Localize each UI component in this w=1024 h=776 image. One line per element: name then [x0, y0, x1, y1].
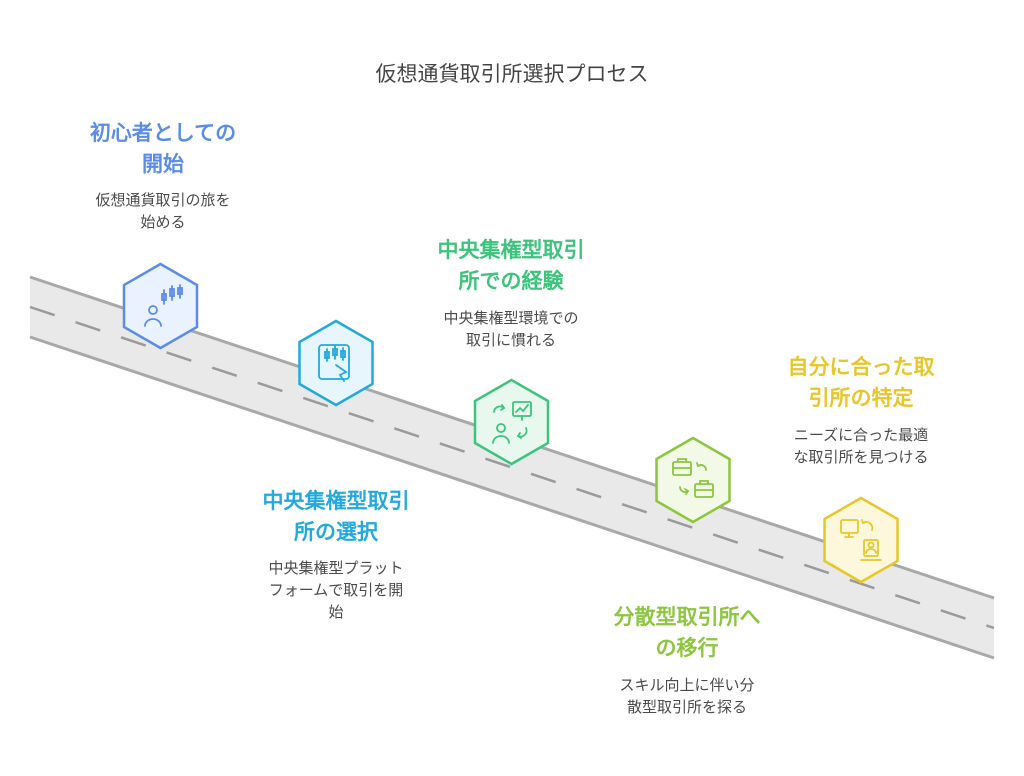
step-1-desc-line-1: 仮想通貨取引の旅を — [95, 191, 231, 209]
step-2-description: 中央集権型プラット フォームで取引を開 始 — [226, 557, 446, 623]
step-1-desc-line-2: 始める — [140, 213, 186, 231]
step-2-desc-line-3: 始 — [328, 603, 344, 621]
step-5-title-line-1: 自分に合った取 — [787, 355, 935, 379]
road-center-dashes — [29, 305, 995, 630]
step-1-hexagon — [122, 262, 199, 350]
step-3-marker — [473, 378, 550, 466]
step-3-title-line-2: 所での経験 — [458, 269, 564, 293]
step-5-description: ニーズに合った最適 な取引所を見つける — [756, 424, 966, 468]
step-3-desc-line-2: 取引に慣れる — [465, 331, 556, 349]
step-2-title-line-1: 中央集権型取引 — [262, 489, 410, 513]
step-3-desc-line-1: 中央集権型環境での — [443, 309, 579, 327]
step-4-title-line-2: の移行 — [655, 636, 719, 660]
step-4-desc-line-2: 散型取引所を探る — [626, 698, 747, 716]
road-edge-bottom — [29, 335, 995, 660]
step-4-desc-line-1: スキル向上に伴い分 — [619, 676, 755, 694]
step-5-title-line-2: 引所の特定 — [808, 386, 914, 410]
step-1-title: 初心者としての 開始 — [58, 118, 268, 180]
computer-user-icon — [840, 519, 882, 561]
step-1-marker — [122, 262, 199, 350]
step-2-hexagon — [298, 319, 374, 407]
step-5-marker — [823, 496, 899, 584]
step-3-title: 中央集権型取引 所での経験 — [406, 235, 616, 297]
diagram-title: 仮想通貨取引所選択プロセス — [375, 62, 649, 86]
step-1-title-line-2: 開始 — [142, 152, 184, 176]
step-1-description: 仮想通貨取引の旅を 始める — [58, 189, 268, 233]
step-4-description: スキル向上に伴い分 散型取引所を探る — [582, 674, 792, 718]
user-candlestick-icon — [144, 284, 183, 327]
step-5-hexagon — [823, 496, 899, 584]
chart-selection-icon — [318, 344, 350, 382]
trader-exchange-icon — [492, 401, 532, 444]
briefcase-transfer-icon — [672, 458, 714, 498]
step-5-desc-line-2: な取引所を見つける — [793, 448, 929, 466]
step-1-title-line-1: 初心者としての — [89, 121, 237, 145]
step-2-marker — [298, 319, 374, 407]
step-5-desc-line-1: ニーズに合った最適 — [793, 426, 929, 444]
step-2-title: 中央集権型取引 所の選択 — [226, 486, 446, 548]
step-3-title-line-1: 中央集権型取引 — [437, 238, 585, 262]
step-4-hexagon — [655, 436, 731, 524]
step-2-desc-line-2: フォームで取引を開 — [268, 581, 404, 599]
step-2-title-line-2: 所の選択 — [294, 520, 378, 544]
step-4-marker — [655, 436, 731, 524]
step-2-desc-line-1: 中央集権型プラット — [268, 559, 404, 577]
step-4-title-line-1: 分散型取引所へ — [613, 605, 761, 629]
step-5-title: 自分に合った取 引所の特定 — [756, 352, 966, 414]
step-3-description: 中央集権型環境での 取引に慣れる — [406, 307, 616, 351]
road-surface — [30, 277, 994, 658]
step-4-title: 分散型取引所へ の移行 — [582, 602, 792, 664]
